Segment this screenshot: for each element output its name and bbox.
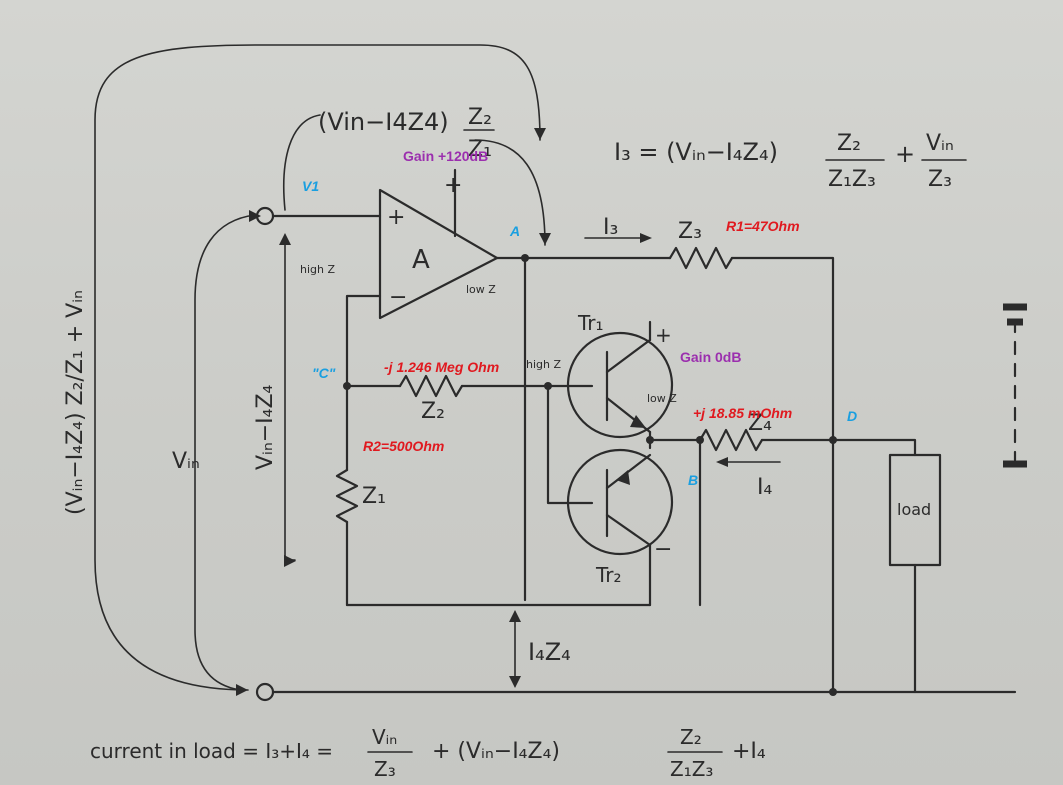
Tr2-emitter (605, 453, 652, 490)
label-R2: R2=500Ohm (363, 438, 444, 454)
Tr2-emitter-arrow (616, 470, 630, 485)
label-I3: I₃ (603, 215, 618, 240)
label-high-z-transistor: high Z (526, 358, 561, 371)
Tr1-emitter-arrow (630, 415, 646, 428)
resistor-Z1 (335, 468, 359, 524)
arrowhead-v1 (249, 210, 261, 222)
opamp-plus-sign: + (387, 205, 405, 230)
formulas: (Vin−I4Z4) Z₂ Z₁ I₃ = (Vᵢₙ−I₄Z₄) Z₂ Z₁Z₃… (63, 105, 967, 781)
Tr1-plus-sign: + (655, 323, 672, 347)
arrowhead-A (539, 233, 551, 245)
opamp-minus-sign: − (389, 285, 407, 310)
Tr2-minus-sign: − (654, 537, 672, 562)
label-negative-impedance: -j 1.246 Meg Ohm (384, 359, 499, 375)
formula-I4Z4: I₄Z₄ (528, 638, 571, 666)
formula-left-vertical: (Vᵢₙ−I₄Z₄) Z₂/Z₁ + Vᵢₙ (63, 290, 88, 515)
arrowhead-up-vinminus (279, 233, 291, 245)
formula-bottom-label: current in load = I₃+I₄ = (90, 739, 333, 763)
label-Z1: Z₁ (362, 484, 386, 509)
formula-bottom-mid: + (Vᵢₙ−I₄Z₄) (432, 739, 560, 764)
formula-top-left: (Vin−I4Z4) (318, 108, 449, 136)
formula-top-Z1: Z₁ (468, 137, 492, 162)
Tr2-circle (566, 448, 674, 556)
formula-I3-frac1-num: Z₂ (837, 131, 861, 156)
opamp-triangle (378, 188, 499, 320)
label-high-z-input: high Z (300, 263, 335, 276)
label-positive-impedance: +j 18.85 mOhm (693, 405, 792, 421)
label-gain-opamp: Gain +120dB (403, 148, 488, 164)
label-load: load (897, 500, 931, 519)
arrowhead-right-bottom (236, 684, 248, 696)
Tr2-collector (605, 513, 652, 547)
annotations: Gain +120dB Gain 0dB V1 A B "C" D R1=47O… (300, 148, 857, 488)
resistor-Z3 (668, 246, 734, 270)
formula-vin: Vᵢₙ (172, 449, 200, 474)
formula-top-Z2: Z₂ (468, 105, 492, 130)
label-node-A: A (509, 223, 520, 239)
Z3-to-D-wire (730, 256, 835, 692)
label-node-D: D (847, 408, 857, 424)
label-gain-transistor: Gain 0dB (680, 349, 741, 365)
label-I4: I₄ (757, 475, 772, 500)
curve-formula-to-A (474, 139, 546, 246)
minus-input-wire (345, 294, 382, 388)
vin-arrow-wire (194, 214, 256, 691)
transistor-Tr2 (566, 448, 674, 556)
I4Z4-arrowhead-up (509, 610, 521, 622)
formula-bottom-frac1-den: Z₃ (374, 757, 396, 781)
label-low-z-transistor: low Z (647, 392, 677, 405)
opamp-supply-plus: + (444, 173, 462, 198)
wires (94, 44, 1027, 702)
load-box (888, 453, 942, 567)
transistor-Tr1 (566, 320, 674, 450)
formula-vin-minus: Vᵢₙ−I₄Z₄ (253, 384, 278, 470)
label-Z2: Z₂ (421, 399, 445, 424)
formula-I3-frac2-den: Z₃ (928, 167, 952, 192)
curve-to-formula (282, 114, 321, 211)
formula-bottom-frac1-num: Vᵢₙ (372, 725, 397, 749)
I3-arrowhead (640, 233, 652, 243)
label-node-V1: V1 (302, 178, 319, 194)
label-Tr2: Tr₂ (595, 563, 622, 587)
resistor-Z4 (698, 428, 764, 452)
I4-arrowhead (716, 457, 728, 467)
label-Tr1: Tr₁ (577, 311, 604, 335)
base-Tr2-wire (546, 384, 594, 505)
Tr1-circle (566, 331, 674, 439)
label-Z4: Z₄ (748, 411, 772, 436)
outer-feedback-wire (94, 44, 541, 691)
formula-I3-frac1-den: Z₁Z₃ (828, 167, 876, 192)
formula-bottom-tail: +I₄ (732, 739, 766, 764)
arrowhead-right-vinminus (284, 555, 296, 567)
Tr1-collector (605, 338, 652, 374)
I4Z4-arrowhead-down (509, 676, 521, 688)
formula-I3-frac2-num: Vᵢₙ (926, 131, 954, 156)
formula-bottom-frac2-num: Z₂ (680, 725, 702, 749)
D-to-load-wire (831, 438, 917, 457)
arrowhead-down-1 (534, 128, 546, 140)
label-R1: R1=47Ohm (726, 218, 800, 234)
component-labels: A + − + Z₃ Z₂ Z₁ Z₄ I₃ I₄ Tr₁ Tr₂ + − lo… (362, 173, 931, 587)
label-node-C: "C" (312, 365, 336, 381)
opamp (378, 168, 499, 320)
opamp-label: A (412, 245, 430, 275)
node-A (521, 254, 529, 262)
label-node-B: B (688, 472, 698, 488)
formula-I3: I₃ = (Vᵢₙ−I₄Z₄) (614, 138, 778, 166)
input-terminal-ground (255, 682, 275, 702)
vin-minus-arrow (284, 234, 296, 561)
formula-bottom-frac2-den: Z₁Z₃ (670, 757, 713, 781)
formula-I3-plus: + (895, 140, 915, 168)
label-Z3: Z₃ (678, 219, 702, 244)
label-low-z-output: low Z (466, 283, 496, 296)
resistor-Z2 (398, 374, 464, 398)
